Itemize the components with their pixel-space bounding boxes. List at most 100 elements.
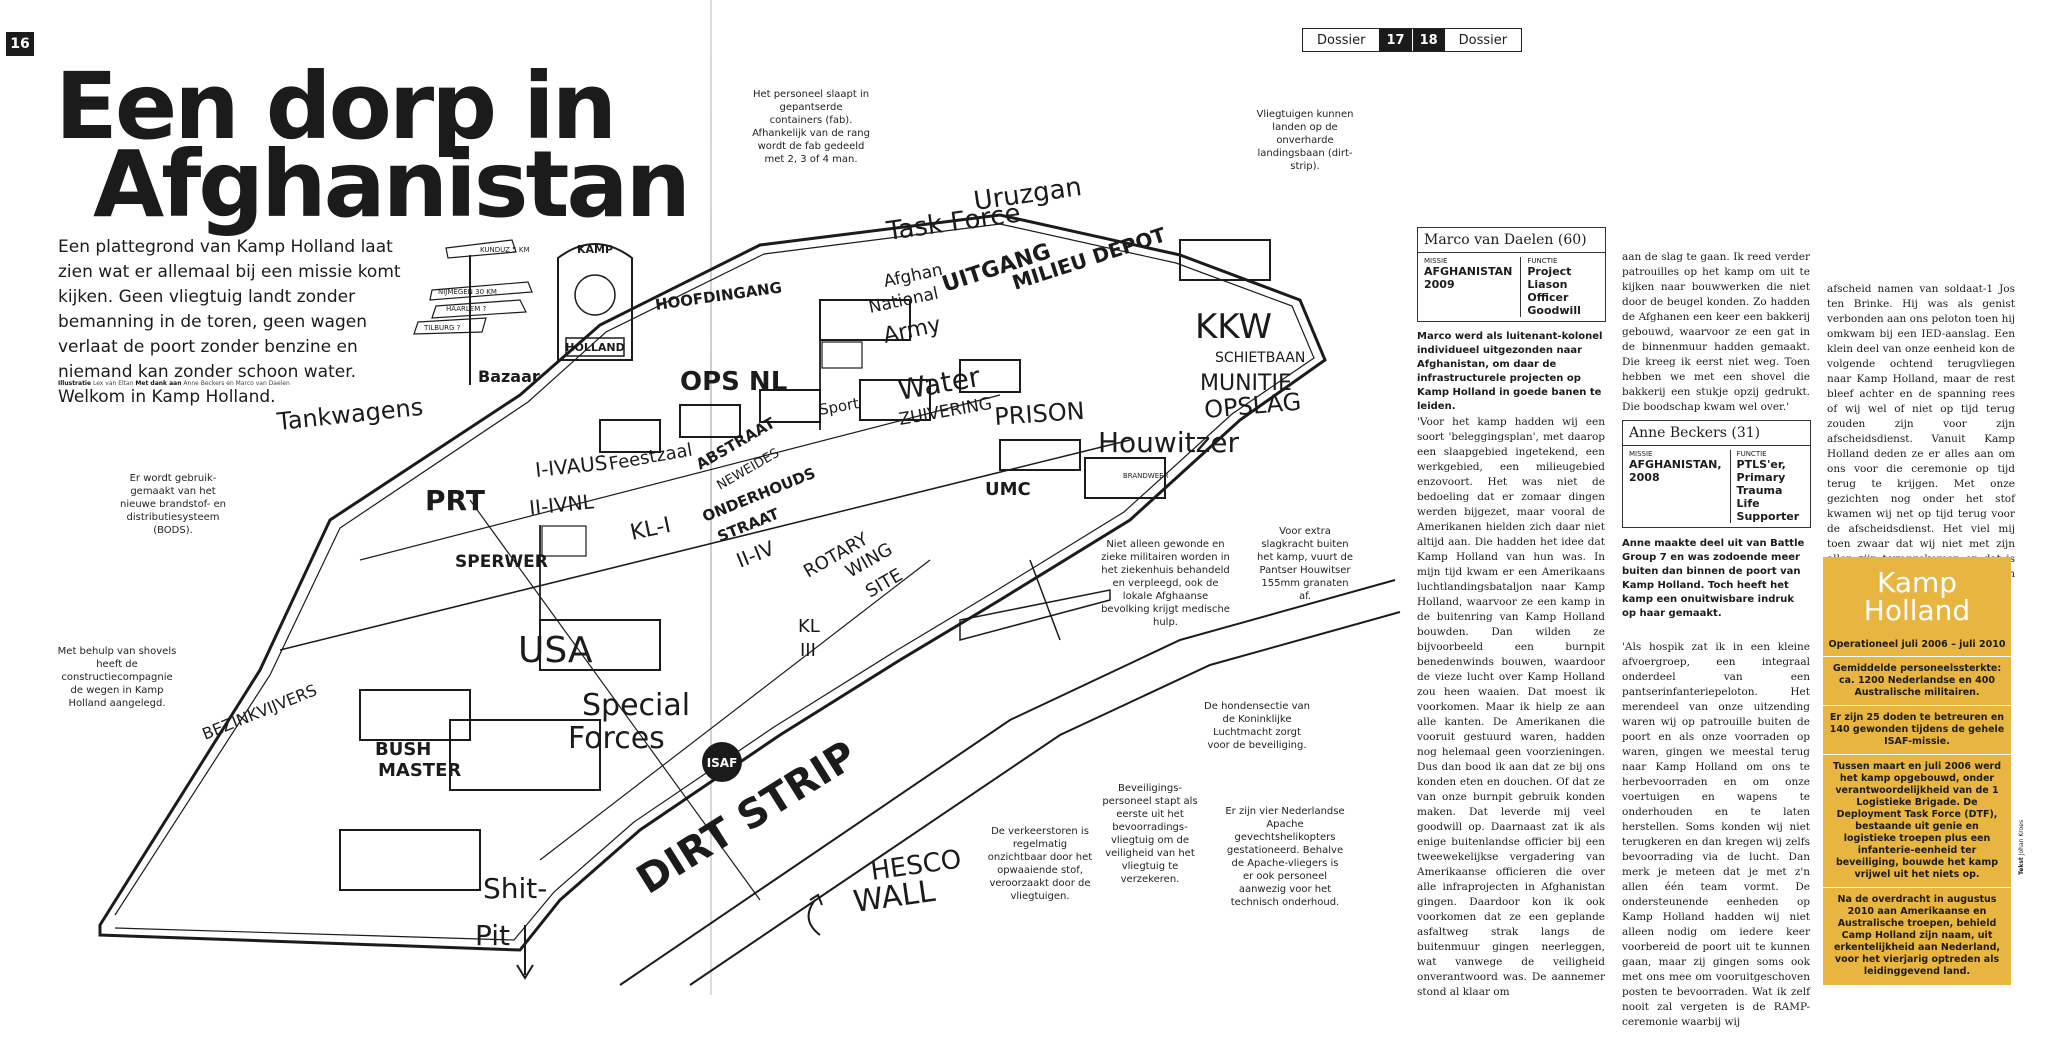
callout-personeel: Het personeel slaapt in gepantserde cont… <box>752 89 870 165</box>
article-paragraph: aan de slag te gaan. Ik reed verder patr… <box>1622 251 1810 413</box>
infobox-operational: Operationeel juli 2006 – juli 2010 <box>1823 633 2011 657</box>
profile-missie-value: AFGHANISTAN 2009 <box>1424 265 1513 291</box>
map-label-kkw: KKW <box>1195 307 1272 347</box>
map-label-sport: Sport <box>818 394 861 419</box>
camp-map-illustration: KAMP HOLLAND KUNDUZ 5 KM NIJMEGEN 30 KM … <box>98 172 1401 986</box>
callout-vliegtuigen: Vliegtuigen kunnen landen op de onverhar… <box>1256 109 1354 172</box>
infobox-fact: Er zijn 25 doden te betreuren en 140 gew… <box>1823 706 2011 755</box>
map-label-usa: USA <box>518 630 593 671</box>
article-column-2a: aan de slag te gaan. Ik reed verder patr… <box>1622 250 1810 424</box>
headline-line2: Afghanistan <box>93 131 691 238</box>
profile-functie-label: FUNCTIE <box>1736 450 1767 458</box>
dossier-label-right: Dossier <box>1458 32 1508 48</box>
credit-label-thanks: Met dank aan <box>135 380 182 387</box>
map-label-forces: Forces <box>568 721 665 756</box>
kamp-holland-infobox: Kamp Holland Operationeel juli 2006 – ju… <box>1823 557 2011 985</box>
profile-functie-value: PTLS'er, Primary Trauma Life Supporter <box>1736 458 1800 523</box>
intro-text: Een plattegrond van Kamp Holland laat zi… <box>58 237 401 407</box>
profile-functie-label: FUNCTIE <box>1527 257 1558 265</box>
profile-card-marco: Marco van Daelen (60) MISSIE AFGHANISTAN… <box>1417 227 1606 322</box>
callout-honden: De hondensectie van de Koninklijke Lucht… <box>1204 701 1310 751</box>
map-label-kl-i: KL-I <box>628 513 673 546</box>
headline: Een dorp in Afghanistan <box>55 61 691 238</box>
lead-anne: Anne maakte deel uit van Battle Group 7 … <box>1622 538 1805 619</box>
infobox-fact: Gemiddelde personeelssterkte: ca. 1200 N… <box>1823 657 2011 706</box>
callout-verkeerstoren: De verkeerstoren is regelmatig onzichtba… <box>987 826 1093 902</box>
map-label-ops-nl: OPS NL <box>680 367 787 397</box>
map-label-houwitzer: Houwitzer <box>1098 426 1240 459</box>
map-label-tankwagens: Tankwagens <box>275 393 425 436</box>
callout-beveiliging: Beveiligings-personeel stapt als eerste … <box>1102 783 1198 885</box>
dossier-header: Dossier 17 18 Dossier <box>1302 28 1523 52</box>
map-sign-nijmegen: NIJMEGEN 30 KM <box>438 288 497 296</box>
map-label-shit: Shit- <box>483 872 547 905</box>
article-column-1: 'Voor het kamp hadden wij een soort 'bel… <box>1417 415 1605 1009</box>
callout-slagkracht: Voor extra slagkracht buiten het kamp, v… <box>1256 526 1354 602</box>
map-label-wall: WALL <box>851 874 937 920</box>
map-label-ii-ivnl: II-IVNL <box>528 489 596 520</box>
page-gutter <box>710 0 712 995</box>
map-label-bazaar: Bazaar <box>478 367 540 386</box>
illustration-credit: Illustratie Lex van Eltan Met dank aan A… <box>58 380 458 388</box>
page-number-18: 18 <box>1411 29 1445 51</box>
map-label-special: Special <box>582 688 690 723</box>
map-label-bezinkvijvers: BEZINKVIJVERS <box>199 680 319 743</box>
map-sign-haarlem: HAARLEM ? <box>446 305 486 313</box>
credit-name-illustrator: Lex van Eltan <box>92 380 134 387</box>
dossier-label-left: Dossier <box>1317 32 1366 48</box>
map-label-prt: PRT <box>425 484 485 517</box>
infobox-fact: Tussen maart en juli 2006 werd het kamp … <box>1823 755 2011 888</box>
map-label-holland: HOLLAND <box>565 341 624 354</box>
text-credit-name: Johan Kroes <box>2018 819 2025 856</box>
callout-shovels: Met behulp van shovels heeft de construc… <box>57 646 177 709</box>
map-label-munitie: MUNITIE <box>1200 371 1292 396</box>
map-label-schietbaan: SCHIETBAAN <box>1215 350 1305 366</box>
infobox-title: Kamp Holland <box>1823 557 2011 633</box>
map-label-feestzaal: Feestzaal <box>607 440 694 475</box>
page-number-left: 16 <box>6 32 34 56</box>
map-sign-tilburg: TILBURG ? <box>423 324 461 332</box>
credit-name-thanks: Anne Beckers en Marco van Daelen <box>183 380 290 387</box>
map-label-umc: UMC <box>985 479 1031 500</box>
map-label-prison: PRISON <box>993 397 1085 431</box>
infobox-fact: Na de overdracht in augustus 2010 aan Am… <box>1833 894 2001 977</box>
article-paragraph: 'Voor het kamp hadden wij een soort 'bel… <box>1417 416 1605 998</box>
map-label-master: MASTER <box>378 760 461 781</box>
credit-label-illustration: Illustratie <box>58 380 92 387</box>
map-label-iii: III <box>800 640 816 661</box>
map-label-ii-iv: II-IV <box>733 536 778 573</box>
profile-missie-value: AFGHANISTAN, 2008 <box>1629 458 1722 484</box>
infobox-title-line1: Kamp <box>1876 566 1958 599</box>
map-label-hoofdingang: HOOFDINGANG <box>654 278 783 314</box>
profile-card-anne: Anne Beckers (31) MISSIE AFGHANISTAN, 20… <box>1622 420 1811 528</box>
map-label-i-ivaus: I-IVAUS <box>534 451 609 482</box>
map-label-national: National <box>867 284 940 318</box>
article-paragraph: 'Als hospik zat ik in een kleine afvoerg… <box>1622 641 1810 1028</box>
profile-functie-value: Project Liason Officer Goodwill <box>1527 265 1581 317</box>
map-label-army: Army <box>881 312 943 349</box>
map-label-isaf: ISAF <box>707 756 738 770</box>
callout-apache: Er zijn vier Nederlandse Apache gevechts… <box>1225 806 1345 908</box>
profile-name: Anne Beckers (31) <box>1623 421 1810 446</box>
infobox-title-line2: Holland <box>1863 594 1971 627</box>
text-credit-label: Tekst <box>2018 857 2025 875</box>
profile-missie-label: MISSIE <box>1629 450 1653 458</box>
profile-name: Marco van Daelen (60) <box>1418 228 1605 253</box>
article-paragraph: afscheid namen van soldaat-1 Jos ten Bri… <box>1827 283 2015 595</box>
map-label-uruzgan: Uruzgan <box>972 172 1084 217</box>
map-label-bush: BUSH <box>375 739 431 760</box>
profile-missie-label: MISSIE <box>1424 257 1448 265</box>
callout-bods: Er wordt gebruik-gemaakt van het nieuwe … <box>120 473 226 536</box>
text-credit: Tekst Johan Kroes <box>2018 795 2025 875</box>
map-label-kl: KL <box>798 616 820 637</box>
lead-marco: Marco werd als luitenant-kolonel individ… <box>1417 331 1603 412</box>
callout-gewonden: Niet alleen gewonde en zieke militairen … <box>1101 539 1230 628</box>
page-number-17: 17 <box>1379 29 1412 51</box>
map-label-brandweer: BRANDWEER <box>1123 472 1169 480</box>
headline-line1: Een dorp in <box>55 53 617 160</box>
map-label-kamp: KAMP <box>577 243 613 256</box>
map-label-pit: Pit <box>475 919 510 952</box>
article-column-2b: 'Als hospik zat ik in een kleine afvoerg… <box>1622 640 1810 1039</box>
map-label-sperwer: SPERWER <box>455 552 548 572</box>
map-sign-kunduz: KUNDUZ 5 KM <box>480 246 529 254</box>
